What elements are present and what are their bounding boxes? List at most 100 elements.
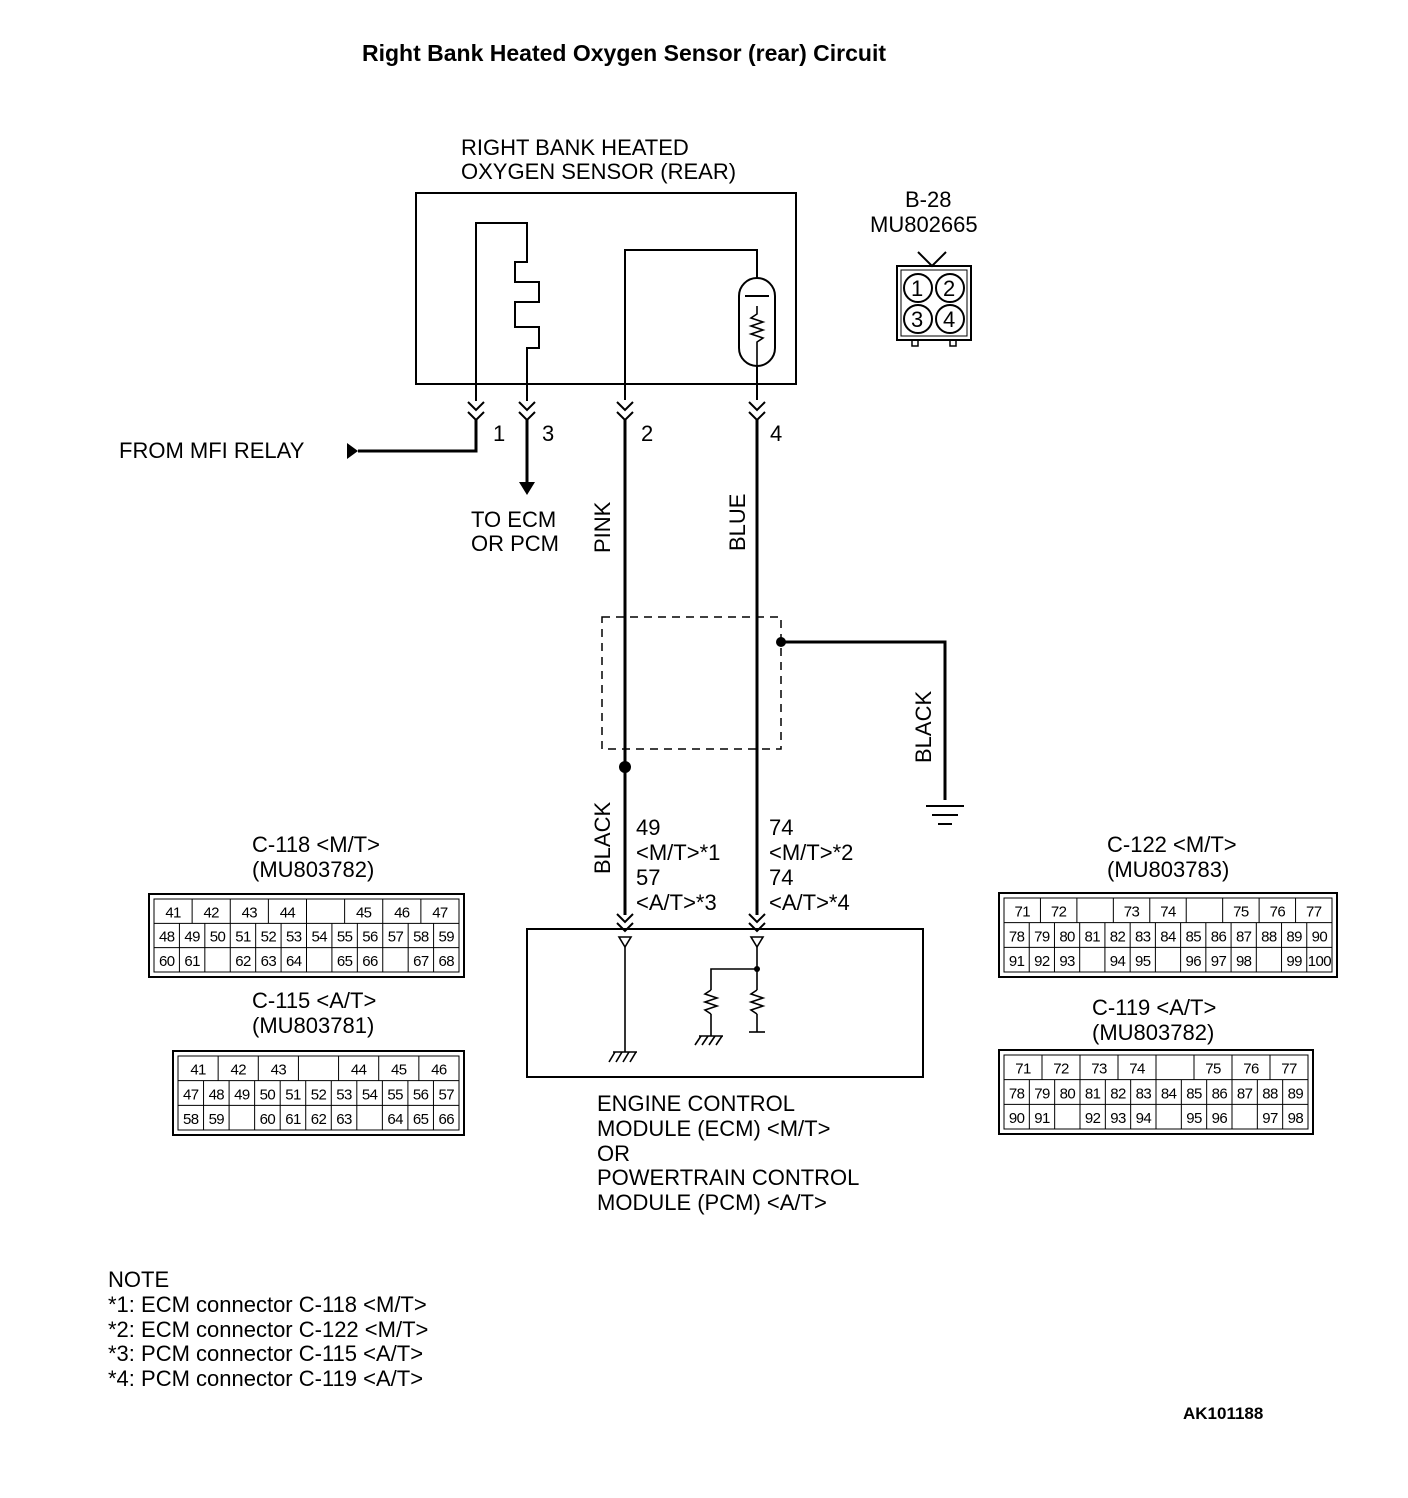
ecm-pin-left-3: 57 xyxy=(636,865,660,890)
sensor-connector-pin-4: 4 xyxy=(943,307,955,332)
c118-pin-label: 50 xyxy=(210,929,226,946)
wire-shield-ground xyxy=(781,640,947,800)
c122-pin-label: 89 xyxy=(1286,928,1302,945)
ecm-label-line1: ENGINE CONTROL xyxy=(597,1091,795,1116)
wire-mfi-relay xyxy=(358,420,478,453)
wire-color-black-ecm: BLACK xyxy=(590,802,615,874)
sensor-connector-id: B-28 xyxy=(905,187,951,212)
c115-pin-label: 56 xyxy=(413,1086,429,1103)
c122-pin-label: 94 xyxy=(1110,953,1126,970)
c115-pin-label: 43 xyxy=(271,1062,287,1079)
wire-color-pink: PINK xyxy=(590,501,615,553)
ecm-label-line4: POWERTRAIN CONTROL xyxy=(597,1165,859,1190)
c122-pin-label: 75 xyxy=(1233,904,1249,921)
c118-pin-label: 53 xyxy=(286,929,302,946)
c119-pin-label: 96 xyxy=(1212,1110,1228,1127)
c119-pin-label: 95 xyxy=(1186,1110,1202,1127)
c122-pin-label: 95 xyxy=(1135,953,1151,970)
sensor-pin-2: 2 xyxy=(641,421,653,446)
c119-pin-label: 94 xyxy=(1136,1110,1152,1127)
ecm-pin-right-2: <M/T>*2 xyxy=(769,840,853,865)
c122-outer-frame xyxy=(998,892,1338,978)
ecm-internal-junction xyxy=(754,966,760,972)
c118-pin-label: 68 xyxy=(439,953,455,970)
c115-pin-label: 42 xyxy=(230,1062,246,1079)
c119-pin-label: 73 xyxy=(1091,1061,1107,1078)
c119-pin-label: 79 xyxy=(1034,1085,1050,1102)
c118-pin-label: 51 xyxy=(235,929,251,946)
c119-pin-label: 85 xyxy=(1186,1085,1202,1102)
c115-pin-label: 60 xyxy=(260,1111,276,1128)
c122-pin-label: 73 xyxy=(1124,904,1140,921)
c122-pin-label: 91 xyxy=(1009,953,1025,970)
c122-pin-label: 76 xyxy=(1270,904,1286,921)
sensor-connector-pin-1: 1 xyxy=(911,276,923,301)
c118-pin-label: 57 xyxy=(388,929,404,946)
c118-title: C-118 <M/T> xyxy=(252,832,380,857)
ecm-label-line5: MODULE (PCM) <A/T> xyxy=(597,1190,827,1215)
c115-inner-frame xyxy=(177,1055,460,1131)
c118-pin-label: 60 xyxy=(159,953,175,970)
c118-pin-label: 67 xyxy=(413,953,429,970)
from-mfi-relay-label: FROM MFI RELAY xyxy=(119,438,305,463)
c119-pin-label: 78 xyxy=(1009,1085,1025,1102)
ecm-connector-terminals xyxy=(616,913,766,933)
c115-pin-label: 59 xyxy=(209,1111,225,1128)
sensor-pin-3: 3 xyxy=(542,421,554,446)
note-item-4: *4: PCM connector C-119 <A/T> xyxy=(108,1366,423,1391)
shield-box xyxy=(601,616,782,750)
c118-pin-label: 58 xyxy=(413,929,429,946)
c118-pin-label: 47 xyxy=(432,904,448,921)
c119-part: (MU803782) xyxy=(1092,1020,1214,1045)
c122-pin-label: 80 xyxy=(1059,928,1075,945)
c122-pin-label: 99 xyxy=(1286,953,1302,970)
c118-pin-label: 63 xyxy=(261,953,277,970)
c119-pin-label: 82 xyxy=(1110,1085,1126,1102)
c115-title: C-115 <A/T> xyxy=(252,988,376,1013)
c118-pin-label: 59 xyxy=(439,929,455,946)
c118-pin-label: 49 xyxy=(184,929,200,946)
arrow-to-ecm xyxy=(519,482,535,495)
c122-pin-label: 97 xyxy=(1211,953,1227,970)
shield-junction-bottom xyxy=(619,761,631,773)
wire-color-black-ground: BLACK xyxy=(911,691,936,763)
c119-pin-label: 91 xyxy=(1034,1110,1050,1127)
to-ecm-line1: TO ECM xyxy=(471,507,556,532)
note-item-3: *3: PCM connector C-115 <A/T> xyxy=(108,1341,423,1366)
c122-pin-label: 90 xyxy=(1312,928,1328,945)
c115-pin-label: 65 xyxy=(413,1111,429,1128)
c118-part: (MU803782) xyxy=(252,857,374,882)
c119-pin-label: 84 xyxy=(1161,1085,1177,1102)
c115-pin-label: 53 xyxy=(336,1086,352,1103)
c119-pin-label: 87 xyxy=(1237,1085,1253,1102)
c122-pin-label: 74 xyxy=(1160,904,1176,921)
c118-pin-label: 66 xyxy=(362,953,378,970)
ecm-pin-left-2: <M/T>*1 xyxy=(636,840,720,865)
c122-pin-label: 83 xyxy=(1135,928,1151,945)
c122-part: (MU803783) xyxy=(1107,857,1229,882)
c115-pin-label: 64 xyxy=(387,1111,403,1128)
note-heading: NOTE xyxy=(108,1267,169,1292)
sensor-label-line1: RIGHT BANK HEATED xyxy=(461,135,689,160)
c122-pin-label: 71 xyxy=(1014,904,1030,921)
c122-pin-label: 92 xyxy=(1034,953,1050,970)
c115-pin-label: 41 xyxy=(190,1062,206,1079)
c122-pin-label: 88 xyxy=(1261,928,1277,945)
sensor-pin-1: 1 xyxy=(493,421,505,446)
c118-pin-label: 61 xyxy=(184,953,200,970)
c118-pin-label: 48 xyxy=(159,929,175,946)
c115-pin-label: 48 xyxy=(209,1086,225,1103)
c119-pin-label: 80 xyxy=(1060,1085,1076,1102)
c118-pin-label: 55 xyxy=(337,929,353,946)
c122-pin-label: 77 xyxy=(1306,904,1322,921)
c115-pin-label: 46 xyxy=(431,1062,447,1079)
c115-pin-label: 52 xyxy=(311,1086,327,1103)
c122-pin-label: 87 xyxy=(1236,928,1252,945)
c122-pin-label: 79 xyxy=(1034,928,1050,945)
c118-pin-label: 65 xyxy=(337,953,353,970)
c119-pin-label: 97 xyxy=(1262,1110,1278,1127)
c122-title: C-122 <M/T> xyxy=(1107,832,1237,857)
c118-pin-label: 62 xyxy=(235,953,251,970)
c115-pin-label: 58 xyxy=(183,1111,199,1128)
